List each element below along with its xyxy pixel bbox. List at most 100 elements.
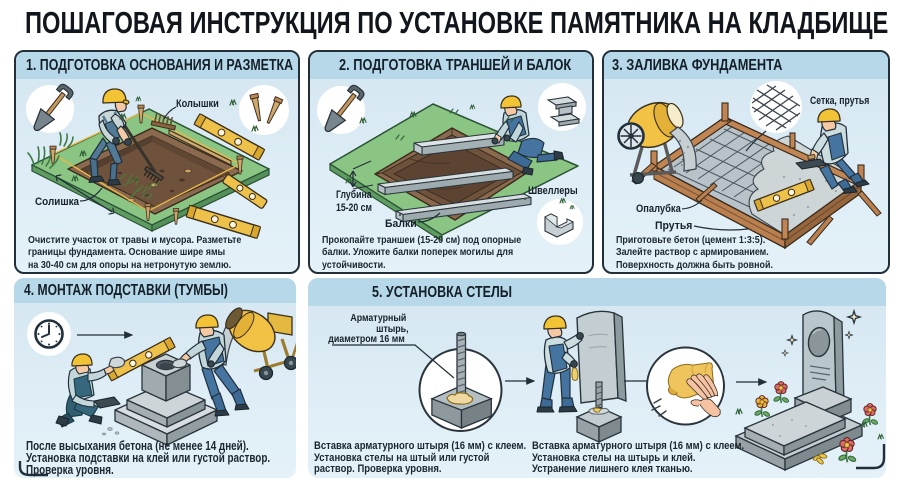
text-0: Приготовьте бетон (цемент 1:3:5). — [616, 234, 766, 246]
panel-step3-title: 3. ЗАЛИВКА ФУНДАМЕНТА — [604, 52, 888, 79]
text-title: 1. ПОДГОТОВКА ОСНОВАНИЯ И РАЗМЕТКА — [26, 57, 294, 74]
label-stakes: Колышки — [176, 98, 227, 110]
label-rebar-pin: Арматурный штырь, диаметром 16 мм — [308, 313, 412, 345]
label-formwork: Опалубка — [636, 203, 689, 215]
measure-arrow — [55, 174, 115, 215]
panel-step2-title: 2. ПОДГОТОВКА ТРАНШЕЙ И БАЛОК — [310, 52, 592, 79]
text-2: раствор. Проверка уровня. — [314, 463, 442, 476]
text-2: Поверхность должна быть ровной. — [616, 258, 773, 271]
step4-illustration — [18, 307, 296, 477]
panel-step1-title: 1. ПОДГОТОВКА ОСНОВАНИЯ И РАЗМЕТКА — [16, 52, 298, 79]
text-1: Установка подставки на клей или густой р… — [26, 451, 271, 465]
cement-mixer — [617, 101, 697, 184]
text-pin-1: Арматурный — [350, 312, 407, 324]
text-pin-3: диаметром 16 мм — [328, 333, 405, 345]
grass-clump — [27, 132, 74, 169]
hand — [686, 373, 721, 418]
step1-illustration — [26, 81, 289, 239]
text-2: Проверка уровня. — [26, 463, 114, 477]
channel-icon — [537, 199, 583, 245]
text-2: устойчивости. — [322, 258, 386, 271]
level-tool — [193, 113, 266, 161]
worker-placing — [171, 314, 250, 417]
step4-caption: После высыхания бетона (не менее 14 дней… — [26, 439, 296, 477]
panel-step1: 1. ПОДГОТОВКА ОСНОВАНИЯ И РАЗМЕТКА — [14, 50, 300, 274]
text-0: Очистите участок от травы и мусора. Разм… — [28, 234, 242, 246]
stele-held — [576, 310, 627, 404]
rebar-pin-detail — [418, 331, 503, 432]
worker-raking — [88, 88, 164, 186]
rebar-pin — [456, 331, 467, 400]
worker-installing — [536, 315, 584, 413]
text-title: 4. МОНТАЖ ПОДСТАВКИ (ТУМБЫ) — [24, 282, 228, 299]
text-channels: Швеллеры — [528, 185, 578, 197]
text-1: Установка стелы на штый или густой — [314, 451, 490, 464]
step1-caption: Очистите участок от травы и мусора. Разм… — [28, 234, 279, 271]
worker-glue — [55, 353, 126, 428]
label-rods: Прутья — [655, 220, 694, 232]
text-0: После высыхания бетона (не менее 14 дней… — [26, 439, 249, 453]
text-0: Вставка арматурного штыря (16 мм) с клее… — [314, 440, 527, 452]
text-mesh: Сетка, прутья — [810, 95, 870, 107]
straightedge — [168, 129, 232, 166]
text-1: Установка стелы на штырь и клей. — [532, 451, 696, 464]
page-title: ПОШАГОВАЯ ИНСТРУКЦИЯ ПО УСТАНОВКЕ ПАМЯТН… — [25, 6, 890, 40]
panel-step4-title: 4. МОНТАЖ ПОДСТАВКИ (ТУМБЫ) — [14, 278, 296, 303]
step3-illustration — [617, 81, 882, 250]
shovel-icon — [317, 82, 367, 137]
text-title: 2. ПОДГОТОВКА ТРАНШЕЙ И БАЛОК — [339, 57, 572, 74]
text-1: балки. Уложите балки поперек могилы для — [322, 246, 514, 259]
label-plot: Солишка — [35, 196, 84, 208]
text-1: Залейте раствор с армированием. — [616, 246, 769, 259]
level-tool — [753, 178, 815, 212]
cloth-wipe-detail — [646, 346, 725, 426]
step5-illustration — [332, 310, 886, 472]
text-2: Устранение лишнего клея тканью. — [532, 463, 693, 476]
level-tool — [185, 204, 262, 239]
panel-step4: 4. МОНТАЖ ПОДСТАВКИ (ТУМБЫ) — [14, 278, 296, 478]
text-rods: Прутья — [655, 220, 693, 232]
level-tool — [222, 173, 268, 209]
beams — [377, 132, 532, 223]
text-formwork: Опалубка — [636, 203, 681, 215]
text-1: границы фундамента. Основание шире ямы — [28, 246, 226, 259]
depth-marker — [349, 160, 374, 190]
text-plot: Солишка — [35, 196, 80, 208]
text-pin-2: штырь, — [376, 322, 409, 335]
level-tool — [105, 336, 176, 382]
label-beams: Балки — [385, 218, 418, 230]
panel-step5: 5. УСТАНОВКА СТЕЛЫ — [308, 278, 886, 478]
label-mesh: Сетка, прутья — [810, 95, 885, 107]
step2-illustration — [317, 82, 586, 245]
grass-splat — [812, 453, 828, 465]
worker-kneeling — [491, 95, 564, 176]
panel-step2: 2. ПОДГОТОВКА ТРАНШЕЙ И БАЛОК — [308, 50, 594, 274]
text-title: ПОШАГОВАЯ ИНСТРУКЦИЯ ПО УСТАНОВКЕ ПАМЯТН… — [25, 5, 889, 40]
label-depth: Глубина 15-20 см — [336, 189, 381, 214]
mesh-icon — [750, 81, 802, 133]
step5-caption-right: Вставка арматурного штыря (16 мм) с клее… — [532, 440, 779, 476]
step5-caption-left: Вставка арматурного штыря (16 мм) с клее… — [314, 440, 561, 476]
panel-step5-title: 5. УСТАНОВКА СТЕЛЫ — [308, 278, 886, 306]
stakes-row — [150, 113, 177, 131]
stakes-icon — [239, 85, 289, 135]
stele — [802, 310, 845, 407]
text-title: 5. УСТАНОВКА СТЕЛЫ — [372, 284, 513, 301]
text-0: Прокопайте траншеи (15-20 см) под опорны… — [322, 234, 522, 246]
text-depth-2: 15-20 см — [336, 201, 372, 214]
text-2: на 30-40 см для опоры на нетронутую земл… — [28, 258, 232, 271]
panel-step3: 3. ЗАЛИВКА ФУНДАМЕНТА — [602, 50, 890, 274]
text-stakes: Колышки — [176, 98, 219, 110]
label-channels: Швеллеры — [528, 185, 588, 197]
text-depth-1: Глубина — [336, 189, 372, 201]
pedestal-with-pin — [575, 381, 623, 444]
text-0: Вставка арматурного штыря (16 мм) с клее… — [532, 440, 745, 452]
clock-icon — [27, 312, 71, 356]
worker-troweling — [795, 108, 870, 194]
step3-caption: Приготовьте бетон (цемент 1:3:5). Залейт… — [616, 234, 801, 271]
text-beams: Балки — [385, 218, 417, 230]
ibeam-icon — [538, 83, 586, 131]
text-title: 3. ЗАЛИВКА ФУНДАМЕНТА — [612, 57, 783, 74]
shovel-icon — [26, 81, 76, 136]
